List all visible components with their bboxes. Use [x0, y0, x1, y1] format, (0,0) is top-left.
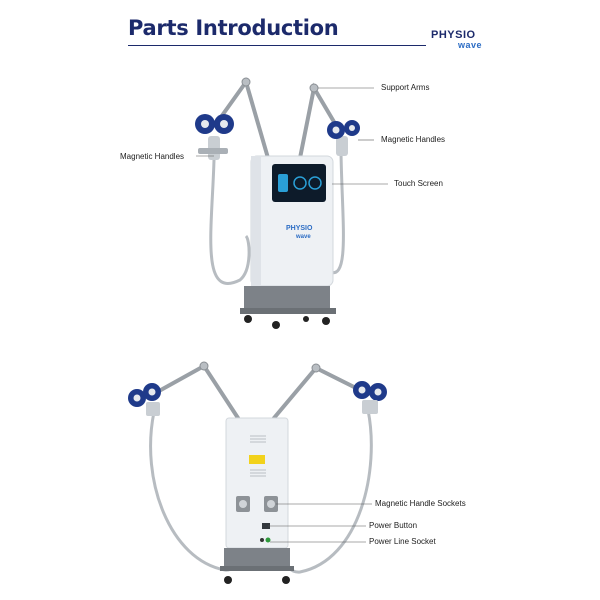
front-cable-left — [209, 159, 251, 285]
back-support-arms — [148, 363, 370, 420]
back-device-base — [224, 548, 290, 568]
brand-logo-line2: wave — [458, 40, 483, 50]
label-power-button: Power Button — [369, 521, 418, 530]
label-touch-screen: Touch Screen — [394, 179, 443, 188]
label-magnetic-handle-sockets: Magnetic Handle Sockets — [375, 499, 466, 508]
back-power-line-socket — [265, 537, 271, 543]
front-device-base — [244, 286, 330, 312]
front-view-device: PHYSIO wave — [195, 77, 388, 329]
label-magnetic-handles-left: Magnetic Handles — [120, 152, 185, 161]
back-power-button — [262, 523, 270, 529]
back-magnetic-handle-right — [353, 381, 387, 414]
front-screen-logo-line2: wave — [295, 234, 311, 240]
front-support-arms — [214, 77, 342, 160]
brand-logo: PHYSIO wave — [431, 29, 491, 53]
page-title: Parts Introduction — [128, 16, 339, 40]
back-device-body — [225, 417, 289, 549]
front-magnetic-handle-left — [195, 114, 234, 160]
label-support-arms: Support Arms — [381, 83, 430, 92]
label-power-line-socket: Power Line Socket — [369, 537, 436, 546]
brand-logo-line1: PHYSIO — [431, 29, 476, 41]
front-magnetic-handle-right — [327, 120, 360, 156]
label-magnetic-handles-right: Magnetic Handles — [381, 135, 446, 144]
title-underline — [128, 45, 426, 46]
front-touch-screen — [272, 164, 326, 202]
back-handle-sockets — [236, 496, 278, 512]
back-wheels — [224, 576, 290, 584]
front-screen-logo-line1: PHYSIO — [286, 225, 313, 232]
back-view-device — [128, 361, 387, 584]
back-warning-label — [249, 455, 265, 464]
back-magnetic-handle-left — [128, 383, 161, 416]
front-wheels — [244, 315, 330, 329]
